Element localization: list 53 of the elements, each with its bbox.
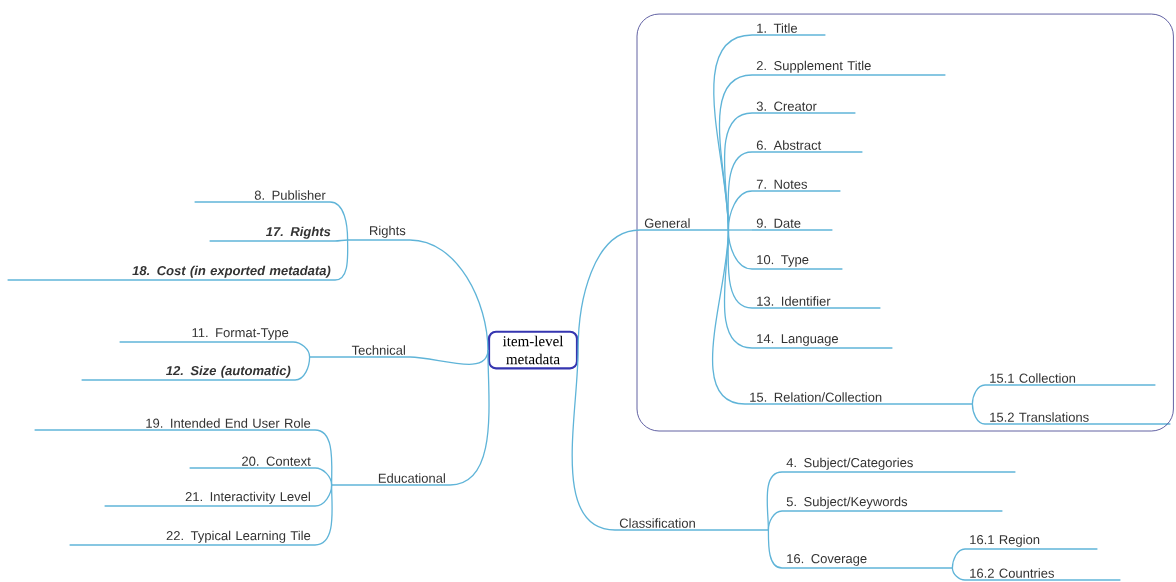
branch-line	[449, 349, 490, 486]
branch-line	[951, 567, 966, 581]
branch-label: 20. Context	[188, 456, 316, 469]
branch-line	[334, 239, 349, 281]
branch-line	[571, 349, 616, 531]
branch-line	[292, 341, 311, 358]
branch-line	[727, 229, 753, 231]
branch-label: 15. Relation/Collection	[744, 392, 974, 405]
branch-label: 16.1 Region	[964, 534, 1099, 550]
branch-label: 13. Identifier	[751, 296, 882, 309]
branch-label: 21. Interactivity Level	[103, 491, 316, 507]
branch-label: 2. Supplement Title	[751, 60, 947, 76]
branch-line	[971, 403, 986, 425]
branch-label: 16. Coverage	[781, 554, 954, 569]
branch-line	[334, 239, 349, 242]
branch-line	[577, 229, 641, 351]
branch-label: 9. Date	[751, 218, 834, 231]
branch-label: 15.2 Translations	[984, 412, 1172, 425]
branch-label: 4. Subject/Categories	[781, 457, 1017, 473]
branch-label: Technical	[308, 345, 411, 358]
branch-label: 11. Format-Type	[118, 328, 294, 343]
branch-line	[294, 356, 311, 381]
branch-label: 19. Intended End User Role	[33, 418, 316, 431]
branch-line	[711, 229, 746, 405]
branch-label: 5. Subject/Keywords	[781, 496, 1004, 512]
branch-line	[971, 384, 986, 405]
branch-label: 6. Abstract	[751, 140, 864, 153]
branch-line	[409, 239, 489, 351]
branch-label: 7. Notes	[751, 179, 842, 192]
branch-label: 3. Creator	[751, 101, 857, 114]
central-topic-box: item-level metadata	[487, 330, 579, 370]
branch-label: 15.1 Collection	[984, 373, 1157, 386]
branch-label: 14. Language	[751, 334, 894, 349]
branch-line	[767, 510, 783, 531]
branch-line	[314, 484, 333, 546]
branch-label: 16.2 Countries	[964, 568, 1122, 581]
branch-line	[329, 201, 349, 241]
group-frame	[636, 13, 1174, 432]
branch-line	[727, 190, 753, 231]
branch-label: 17. Rights	[208, 226, 336, 242]
branch-label: 12. Size (automatic)	[80, 365, 296, 381]
branch-label: 8. Publisher	[193, 190, 331, 203]
branch-line	[767, 529, 783, 569]
branch-label: 22. Typical Learning Tile	[68, 530, 316, 546]
branch-line	[314, 467, 333, 486]
branch-label: 1. Title	[751, 23, 827, 36]
branch-label: Classification	[614, 518, 770, 531]
branch-label: General	[639, 218, 730, 231]
branch-label: 18. Cost (in exported metadata)	[6, 265, 336, 281]
branch-line	[951, 548, 966, 569]
branch-label: 10. Type	[751, 255, 844, 270]
branch-label: Rights	[346, 225, 411, 241]
branch-label: Educational	[330, 473, 451, 486]
